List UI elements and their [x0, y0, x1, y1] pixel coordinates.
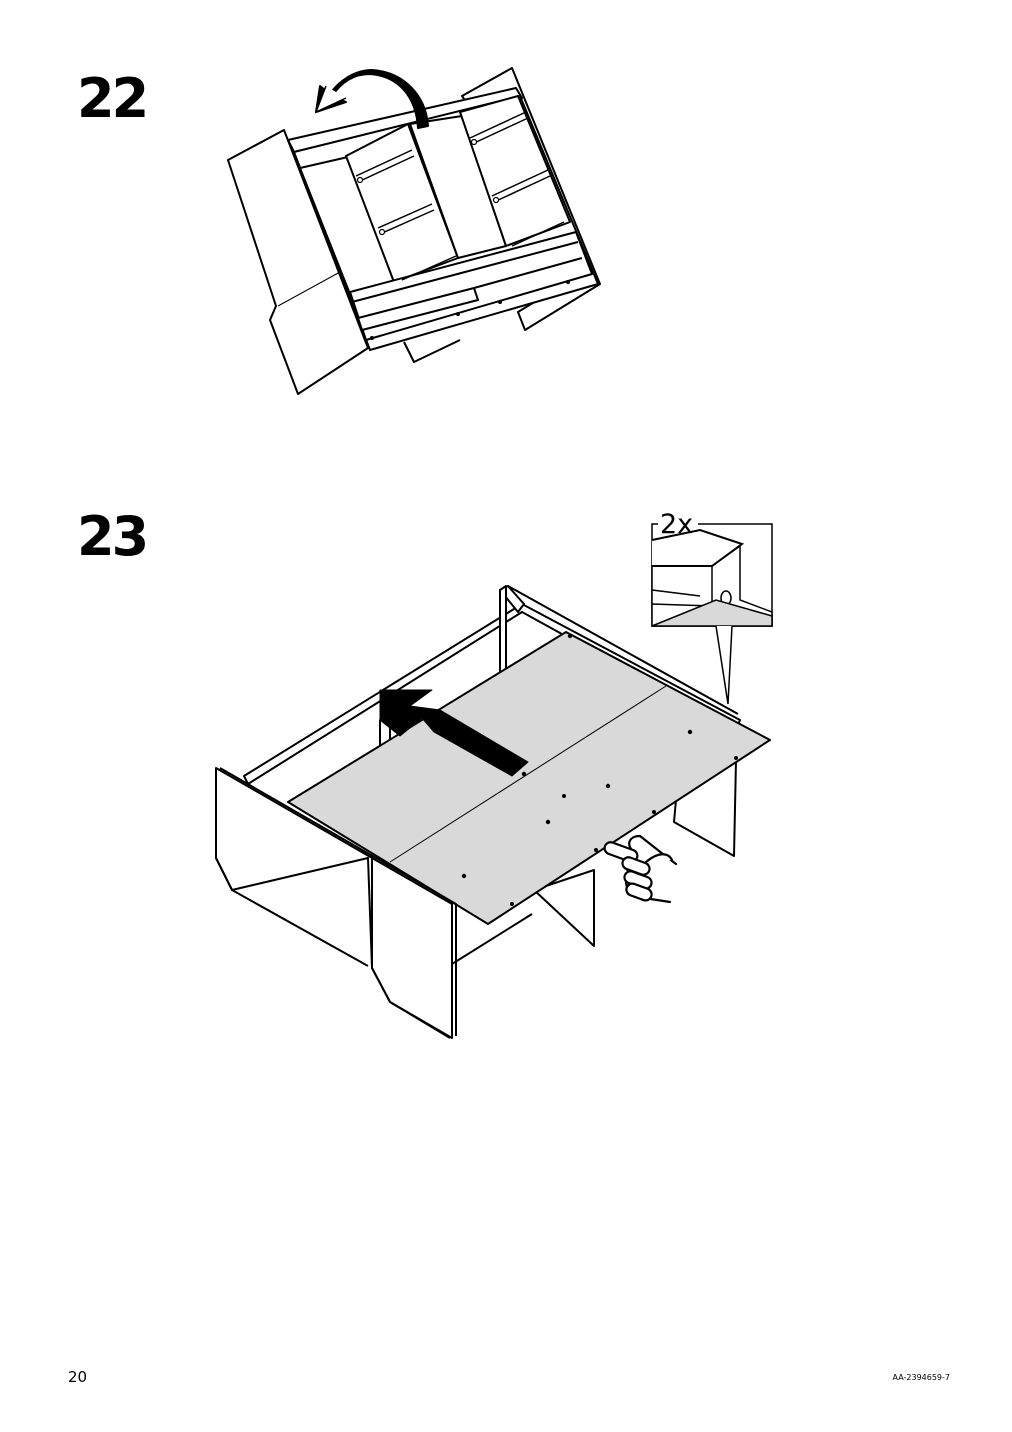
page-number: 20: [68, 1368, 88, 1386]
top-panel: [287, 631, 771, 925]
compartment-right: [459, 95, 571, 247]
step-number-23: 23: [77, 505, 149, 568]
hand-push-icon: [603, 834, 678, 904]
step-22-illustration: [227, 67, 601, 395]
step-number-22: 22: [77, 67, 149, 130]
detail-callout: [651, 523, 773, 705]
step-23-illustration: [215, 585, 771, 1039]
rotate-arrow-icon: [315, 69, 429, 129]
left-end-panel: [227, 129, 369, 395]
document-code: AA-2394659-7: [892, 1373, 950, 1382]
push-arrow-icon: [379, 689, 529, 777]
callout-quantity: 2x: [660, 509, 693, 540]
